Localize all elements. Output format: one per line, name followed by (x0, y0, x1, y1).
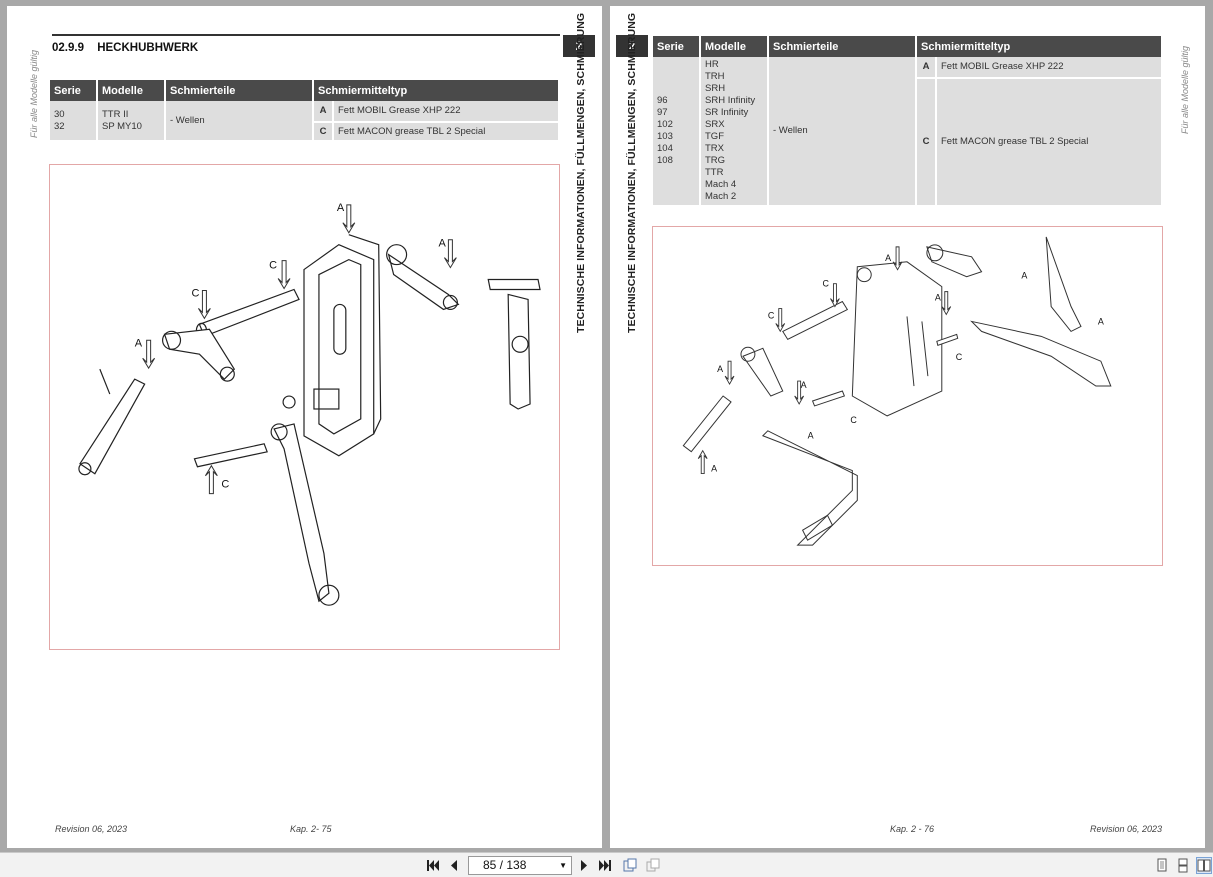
label-c: C (956, 352, 963, 362)
lubricant-name: Fett MOBIL Grease XHP 222 (936, 57, 1163, 79)
page-number-select[interactable]: 85 / 138 ▼ (468, 856, 572, 875)
last-page-icon[interactable] (598, 857, 612, 874)
modelle-cell: HR TRH SRH SRH Infinity SR Infinity SRX … (700, 57, 769, 207)
copy-page-icon[interactable] (645, 857, 661, 874)
label-a: A (1021, 271, 1027, 281)
lubricant-code: A (313, 101, 334, 123)
header-modelle: Modelle (700, 36, 769, 57)
label-c: C (768, 310, 775, 320)
viewer-toolbar: 85 / 138 ▼ (0, 852, 1213, 877)
label-a: A (808, 431, 814, 441)
left-page: Für alle Modelle gültig 02.9.9 HECKHUBHW… (7, 6, 602, 848)
chapter-tab: 2 (563, 35, 595, 57)
schmierteile-cell: - Wellen (768, 57, 917, 207)
footer-revision: Revision 06, 2023 (1090, 824, 1163, 834)
lubricant-code: C (916, 78, 937, 207)
right-page: 2 TECHNISCHE INFORMATIONEN, FÜLLMENGEN, … (610, 6, 1205, 848)
lubricant-code: C (313, 122, 334, 142)
lubricant-code: A (916, 57, 937, 79)
rotate-page-icon[interactable] (622, 857, 638, 874)
label-a: A (1098, 316, 1104, 326)
side-note: Für alle Modelle gültig (29, 49, 39, 138)
exploded-view-diagram: A C C A A C (49, 164, 560, 650)
chapter-tab: 2 (616, 35, 648, 57)
header-schmiermitteltyp: Schmiermitteltyp (313, 80, 560, 101)
label-a: A (885, 253, 891, 263)
header-modelle: Modelle (97, 80, 166, 101)
header-schmierteile: Schmierteile (165, 80, 314, 101)
lubricant-name: Fett MACON grease TBL 2 Special (936, 78, 1163, 207)
lubricant-name: Fett MACON grease TBL 2 Special (333, 122, 560, 142)
next-page-icon[interactable] (578, 857, 590, 874)
lubrication-table: Serie Modelle Schmierteile Schmiermittel… (50, 80, 560, 142)
lubricant-name: Fett MOBIL Grease XHP 222 (333, 101, 560, 123)
section-number: 02.9.9 (52, 42, 84, 54)
section-title: HECKHUBHWERK (97, 42, 199, 54)
label-c: C (850, 415, 857, 425)
label-a: A (711, 464, 717, 474)
chapter-vertical-title: TECHNISCHE INFORMATIONEN, FÜLLMENGEN, SC… (575, 12, 587, 333)
chevron-down-icon: ▼ (559, 861, 567, 870)
serie-cell: 30 32 (50, 101, 98, 142)
header-schmiermitteltyp: Schmiermitteltyp (916, 36, 1163, 57)
footer-page-number: Kap. 2- 75 (290, 824, 332, 834)
footer-revision: Revision 06, 2023 (55, 824, 128, 834)
label-c: C (269, 260, 277, 272)
first-page-icon[interactable] (426, 857, 440, 874)
label-a: A (801, 380, 807, 390)
label-a: A (717, 364, 723, 374)
label-a: A (438, 238, 446, 250)
exploded-view-diagram: A C C A A A C A A C A A (652, 226, 1163, 566)
chapter-vertical-title: TECHNISCHE INFORMATIONEN, FÜLLMENGEN, SC… (626, 12, 638, 333)
label-a: A (337, 202, 345, 214)
page-indicator: 85 / 138 (483, 858, 527, 872)
section-heading: 02.9.9 HECKHUBHWERK (52, 34, 560, 54)
single-page-view-icon[interactable] (1154, 857, 1170, 874)
label-a: A (135, 337, 143, 349)
side-note: Für alle Modelle gültig (1180, 45, 1190, 134)
label-c: C (221, 479, 229, 491)
label-a: A (935, 293, 941, 303)
label-c: C (823, 279, 830, 289)
rear-hitch-drawing: A C C A A A C A A C A A (682, 236, 1112, 546)
prev-page-icon[interactable] (448, 857, 460, 874)
serie-cell: 96 97 102 103 104 108 (653, 57, 701, 207)
header-serie: Serie (653, 36, 701, 57)
header-schmierteile: Schmierteile (768, 36, 917, 57)
two-page-view-icon[interactable] (1196, 857, 1212, 874)
schmierteile-cell: - Wellen (165, 101, 314, 142)
label-c: C (191, 287, 199, 299)
continuous-view-icon[interactable] (1175, 857, 1191, 874)
footer-page-number: Kap. 2 - 76 (890, 824, 935, 834)
modelle-cell: TTR II SP MY10 (97, 101, 166, 142)
header-serie: Serie (50, 80, 98, 101)
lubrication-table: Serie Modelle Schmierteile Schmiermittel… (653, 36, 1163, 207)
rear-hitch-drawing: A C C A A C (78, 202, 541, 606)
